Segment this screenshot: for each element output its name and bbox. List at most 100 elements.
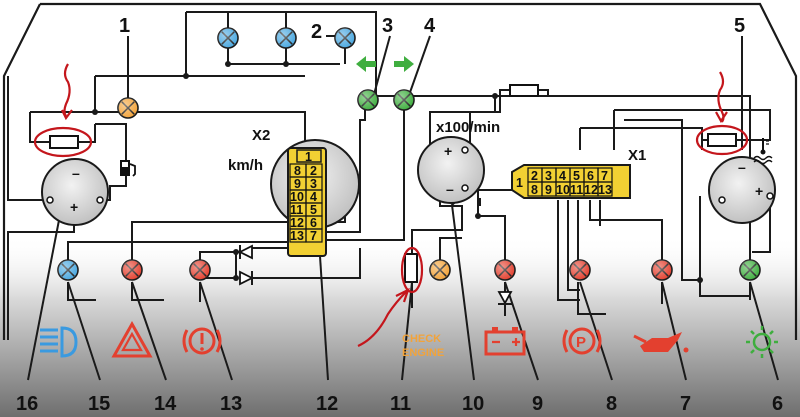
x1-pin: 3 <box>545 169 552 183</box>
callout-9: 9 <box>532 393 543 415</box>
connector-x2-label: X2 <box>252 127 270 144</box>
lamp-highlight <box>122 260 142 280</box>
x2-pin: 8 <box>294 164 301 178</box>
x1-pin: 1 <box>516 176 523 190</box>
lamp-1 <box>117 97 139 119</box>
lamp-highlight <box>495 260 515 280</box>
tachometer-resistor <box>509 84 539 97</box>
callout-7: 7 <box>680 393 691 415</box>
lamp-6 <box>739 259 761 281</box>
lamp-highlight <box>276 28 296 48</box>
headlight-icon <box>40 326 78 358</box>
x2-pin: 5 <box>310 203 317 217</box>
oil-pressure-icon <box>633 332 689 353</box>
tachometer-plus: + <box>444 143 452 159</box>
temperature-gauge-resistor <box>702 133 752 147</box>
lamp-highlight <box>652 260 672 280</box>
lamp-2a <box>217 27 239 49</box>
x2-pin: 13 <box>290 229 304 243</box>
lamp-14 <box>121 259 143 281</box>
fuel-gauge-resistor <box>40 124 96 149</box>
coolant-temperature-icon <box>753 138 773 165</box>
callout-5: 5 <box>734 15 745 37</box>
x1-pin: 11 <box>570 183 583 197</box>
hazard-icon <box>111 320 153 358</box>
callout-1: 1 <box>119 15 130 37</box>
turn-left-arrow-icon <box>356 56 376 72</box>
tachometer-minus: – <box>446 181 454 197</box>
connector-x2: 1 8 2 9 3 10 4 11 5 12 6 13 7 <box>287 147 327 257</box>
connector-x1-label: X1 <box>628 147 646 164</box>
lamp-3 <box>357 89 379 111</box>
x2-pin: 10 <box>290 190 304 204</box>
check-engine-text: CHECK ENGINE <box>402 333 444 359</box>
lamp-2b <box>275 27 297 49</box>
callout-15: 15 <box>88 393 110 415</box>
wiring <box>7 11 779 381</box>
lamp-highlight <box>394 90 414 110</box>
lamp-highlight <box>430 260 450 280</box>
callout-14: 14 <box>154 393 177 415</box>
callout-8: 8 <box>606 393 617 415</box>
lamp-highlight <box>335 28 355 48</box>
lamp-15 <box>57 259 79 281</box>
lamp-8 <box>569 259 591 281</box>
brake-warning-icon <box>182 327 222 355</box>
svg-text:P: P <box>576 334 586 351</box>
lamp-highlight <box>570 260 590 280</box>
x1-pin: 13 <box>598 183 612 197</box>
parking-brake-icon: P <box>562 327 602 355</box>
x2-pin: 7 <box>310 229 317 243</box>
x1-pin: 10 <box>556 183 570 197</box>
x1-pin: 6 <box>587 169 594 183</box>
x2-pin: 12 <box>290 216 304 230</box>
lamp-4 <box>393 89 415 111</box>
check-engine-resistor <box>404 253 418 283</box>
bottom-panel-shade <box>0 235 800 417</box>
x2-pin: 9 <box>294 177 301 191</box>
annotation-marks <box>33 63 749 348</box>
lamp-11 <box>429 259 451 281</box>
x1-pin: 12 <box>584 183 598 197</box>
battery-icon <box>484 327 526 356</box>
lamp-highlight <box>118 98 138 118</box>
side-lights-icon <box>746 326 778 358</box>
x1-pin: 4 <box>559 169 566 183</box>
lamp-2c <box>334 27 356 49</box>
x1-pin: 5 <box>573 169 580 183</box>
fuel-gauge-plus: + <box>70 199 78 215</box>
battery-lamp-diode <box>497 291 513 305</box>
tachometer-unit: x100/min <box>436 119 500 136</box>
x2-pin: 1 <box>305 150 312 164</box>
lamp-highlight <box>218 28 238 48</box>
temperature-gauge-minus: – <box>738 159 746 175</box>
callout-2: 2 <box>311 21 322 43</box>
x1-pin: 8 <box>531 183 538 197</box>
x1-pin: 2 <box>531 169 538 183</box>
x1-pin: 7 <box>601 169 608 183</box>
lamp-7 <box>651 259 673 281</box>
callout-16: 16 <box>16 393 38 415</box>
callout-12: 12 <box>316 393 338 415</box>
temperature-gauge: + – <box>708 156 776 224</box>
lamp-highlight <box>190 260 210 280</box>
x2-pin-grid <box>289 163 323 243</box>
wire-junctions <box>92 61 703 283</box>
svg-text:CHECK: CHECK <box>402 333 441 345</box>
callout-3: 3 <box>382 15 393 37</box>
tachometer-gauge: + – <box>417 136 485 204</box>
x2-pin: 11 <box>290 203 303 217</box>
x1-pin-grid <box>527 167 613 197</box>
x2-pin: 6 <box>310 216 317 230</box>
x2-pin: 2 <box>310 164 317 178</box>
lamp-13 <box>189 259 211 281</box>
cluster-outline <box>2 2 798 340</box>
speedometer-unit: km/h <box>228 157 263 174</box>
indicator-lamps <box>57 27 761 281</box>
callout-13: 13 <box>220 393 242 415</box>
lamp-highlight <box>58 260 78 280</box>
turn-right-arrow-icon <box>394 56 414 72</box>
lamp-highlight <box>358 90 378 110</box>
